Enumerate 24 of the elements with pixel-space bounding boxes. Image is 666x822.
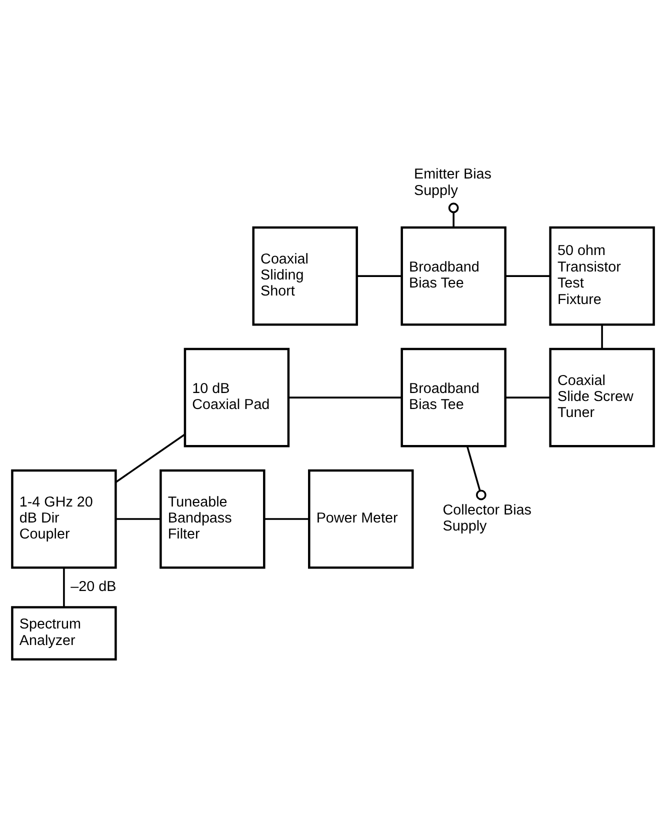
- connector: [63, 567, 65, 607]
- connector: [288, 396, 402, 398]
- connector: [356, 274, 402, 276]
- connector: [115, 433, 186, 482]
- node-box: Power Meter: [308, 468, 414, 568]
- connector: [505, 396, 550, 398]
- node-box: Tuneable Bandpass Filter: [160, 468, 266, 568]
- connector: [505, 274, 550, 276]
- node-box: Coaxial Slide Screw Tuner: [549, 347, 655, 447]
- node-text: Collector Bias Supply: [442, 502, 532, 534]
- node-box: 1-4 GHz 20 dB Dir Coupler: [11, 468, 117, 568]
- node-box: Broadband Bias Tee: [400, 347, 506, 447]
- connector: [264, 518, 309, 520]
- connector: [116, 518, 160, 520]
- connector: [601, 324, 603, 348]
- connector: [466, 446, 486, 500]
- node-box: Coaxial Sliding Short: [252, 226, 358, 326]
- node-box: Broadband Bias Tee: [400, 226, 506, 326]
- node-box: Spectrum Analyzer: [11, 606, 117, 660]
- node-text: Emitter Bias Supply: [414, 166, 492, 198]
- connector: [448, 202, 459, 227]
- edge-label: –20 dB: [70, 578, 116, 594]
- node-box: 50 ohm Transistor Test Fixture: [549, 226, 655, 326]
- node-box: 10 dB Coaxial Pad: [184, 347, 290, 447]
